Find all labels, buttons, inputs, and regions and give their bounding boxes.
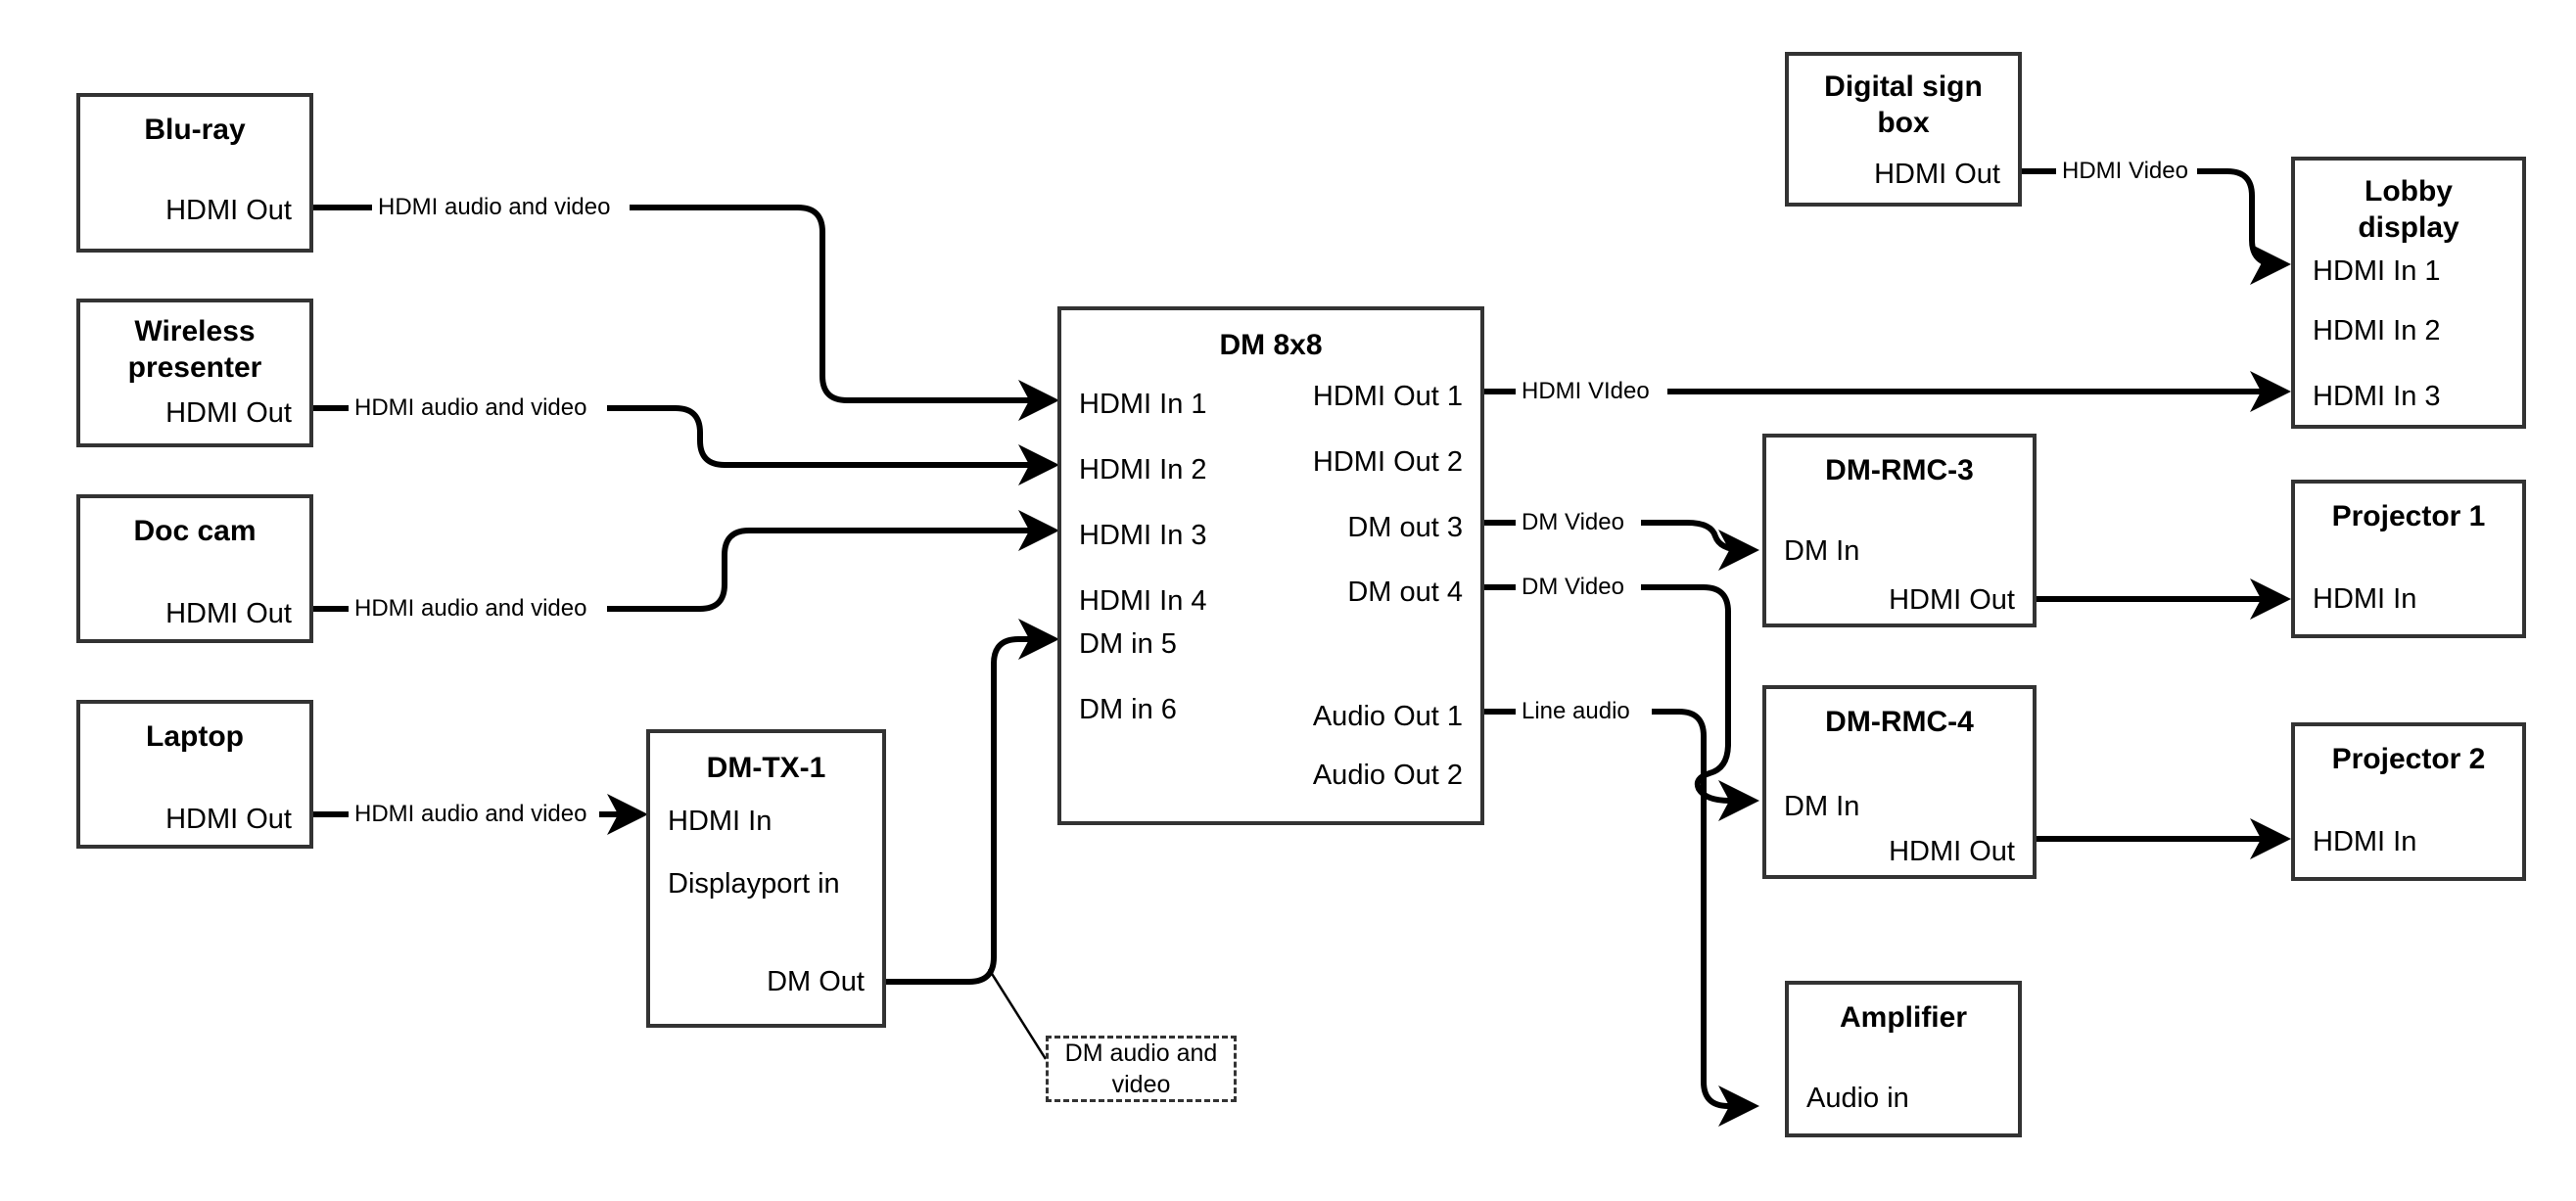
node-dm-8x8-port-hdmi-out-1: HDMI Out 1: [1312, 381, 1463, 412]
wire-label-dm-out4-to-rmc4: DM Video: [1516, 574, 1630, 601]
node-dm-tx-1-title: DM-TX-1: [706, 752, 826, 784]
node-laptop[interactable]: Laptop HDMI Out: [76, 700, 313, 849]
node-dm-8x8-port-dm-out-4: DM out 4: [1347, 577, 1463, 608]
node-dm-tx-1-port-dm-out: DM Out: [767, 966, 865, 997]
node-dm-8x8-port-dm-out-3: DM out 3: [1347, 512, 1463, 543]
node-projector-1[interactable]: Projector 1 HDMI In: [2291, 480, 2526, 638]
node-dm-rmc-3-port-dm-in: DM In: [1784, 535, 1860, 567]
node-doc-cam-title: Doc cam: [133, 515, 257, 547]
node-dm-8x8-port-hdmi-in-2: HDMI In 2: [1079, 454, 1207, 485]
node-laptop-port-hdmi-out: HDMI Out: [165, 804, 292, 835]
wire-label-audio-out1-to-amplifier: Line audio: [1516, 698, 1636, 725]
node-projector-1-title: Projector 1: [2331, 500, 2486, 532]
node-digital-sign-box-title: Digital sign box: [1824, 70, 1983, 139]
node-lobby-display-port-hdmi-in-1: HDMI In 1: [2313, 255, 2441, 287]
node-dm-8x8-port-audio-out-2: Audio Out 2: [1312, 760, 1463, 791]
node-wireless-presenter-title: Wireless presenter: [127, 315, 262, 384]
node-dm-tx-1-port-displayport-in: Displayport in: [668, 868, 840, 900]
node-dm-rmc-3[interactable]: DM-RMC-3 DM In HDMI Out: [1762, 434, 2037, 627]
node-doc-cam[interactable]: Doc cam HDMI Out: [76, 494, 313, 643]
node-projector-2-title: Projector 2: [2331, 743, 2486, 775]
wire-dmtx1-to-dm-in5: [886, 619, 1059, 985]
wire-audio-out1-to-amplifier: [1480, 709, 1753, 1106]
node-dm-8x8[interactable]: DM 8x8 HDMI In 1 HDMI In 2 HDMI In 3 HDM…: [1057, 306, 1484, 825]
node-dm-tx-1-port-hdmi-in: HDMI In: [668, 806, 773, 837]
node-laptop-title: Laptop: [146, 720, 244, 753]
node-dm-rmc-4[interactable]: DM-RMC-4 DM In HDMI Out: [1762, 685, 2037, 879]
wire-bluray-to-hdmi-in1: [313, 205, 1053, 400]
node-wireless-presenter-port-hdmi-out: HDMI Out: [165, 397, 292, 429]
node-dm-8x8-port-dm-in-6: DM in 6: [1079, 694, 1177, 725]
node-amplifier-port-audio-in: Audio in: [1806, 1083, 1909, 1114]
node-dm-8x8-port-hdmi-in-1: HDMI In 1: [1079, 389, 1207, 420]
node-dm-8x8-port-hdmi-out-2: HDMI Out 2: [1312, 446, 1463, 478]
node-wireless-presenter[interactable]: Wireless presenter HDMI Out: [76, 299, 313, 447]
node-dm-rmc-4-port-dm-in: DM In: [1784, 791, 1860, 822]
node-amplifier-title: Amplifier: [1839, 1001, 1968, 1034]
node-digital-sign-box[interactable]: Digital sign box HDMI Out: [1785, 52, 2022, 207]
node-dm-8x8-title: DM 8x8: [1219, 329, 1323, 361]
annotation-dm-audio-and-video: DM audio and video: [1046, 1036, 1237, 1102]
node-doc-cam-port-hdmi-out: HDMI Out: [165, 598, 292, 629]
node-bluray-title: Blu-ray: [144, 114, 246, 146]
node-projector-2-port-hdmi-in: HDMI In: [2313, 826, 2417, 857]
node-projector-1-port-hdmi-in: HDMI In: [2313, 583, 2417, 615]
wire-label-bluray-to-hdmi-in1: HDMI audio and video: [372, 194, 617, 221]
node-lobby-display-title: Lobby display: [2358, 175, 2459, 244]
node-lobby-display[interactable]: Lobby display HDMI In 1 HDMI In 2 HDMI I…: [2291, 157, 2526, 429]
node-dm-8x8-port-hdmi-in-3: HDMI In 3: [1079, 520, 1207, 551]
node-bluray[interactable]: Blu-ray HDMI Out: [76, 93, 313, 253]
node-bluray-port-hdmi-out: HDMI Out: [165, 195, 292, 226]
wire-label-laptop-to-dmtx1: HDMI audio and video: [349, 801, 593, 828]
wire-label-dm-out3-to-rmc3: DM Video: [1516, 509, 1630, 536]
node-digital-sign-box-port-hdmi-out: HDMI Out: [1874, 159, 2000, 190]
node-dm-rmc-4-title: DM-RMC-4: [1825, 706, 1974, 738]
node-dm-8x8-port-hdmi-in-4: HDMI In 4: [1079, 585, 1207, 617]
node-projector-2[interactable]: Projector 2 HDMI In: [2291, 722, 2526, 881]
wire-label-doccam-to-hdmi-in3: HDMI audio and video: [349, 595, 593, 623]
node-dm-rmc-4-port-hdmi-out: HDMI Out: [1889, 836, 2015, 867]
wire-digitalsign-to-lobby-in1: [2022, 168, 2284, 264]
wire-label-wireless-to-hdmi-in2: HDMI audio and video: [349, 394, 593, 422]
node-dm-8x8-port-audio-out-1: Audio Out 1: [1312, 701, 1463, 732]
wire-label-hdmi-out1-to-lobby-in3: HDMI VIdeo: [1516, 378, 1656, 405]
wire-label-digitalsign-to-lobby: HDMI Video: [2056, 158, 2194, 185]
node-lobby-display-port-hdmi-in-2: HDMI In 2: [2313, 315, 2441, 346]
node-dm-rmc-3-port-hdmi-out: HDMI Out: [1889, 584, 2015, 616]
annotation-leader-line: [987, 968, 1048, 1060]
node-dm-rmc-3-title: DM-RMC-3: [1825, 454, 1974, 486]
wire-dm-out4-to-rmc4: [1480, 584, 1753, 801]
node-dm-tx-1[interactable]: DM-TX-1 HDMI In Displayport in DM Out: [646, 729, 886, 1028]
node-dm-8x8-port-dm-in-5: DM in 5: [1079, 628, 1177, 660]
node-amplifier[interactable]: Amplifier Audio in: [1785, 981, 2022, 1137]
node-lobby-display-port-hdmi-in-3: HDMI In 3: [2313, 381, 2441, 412]
